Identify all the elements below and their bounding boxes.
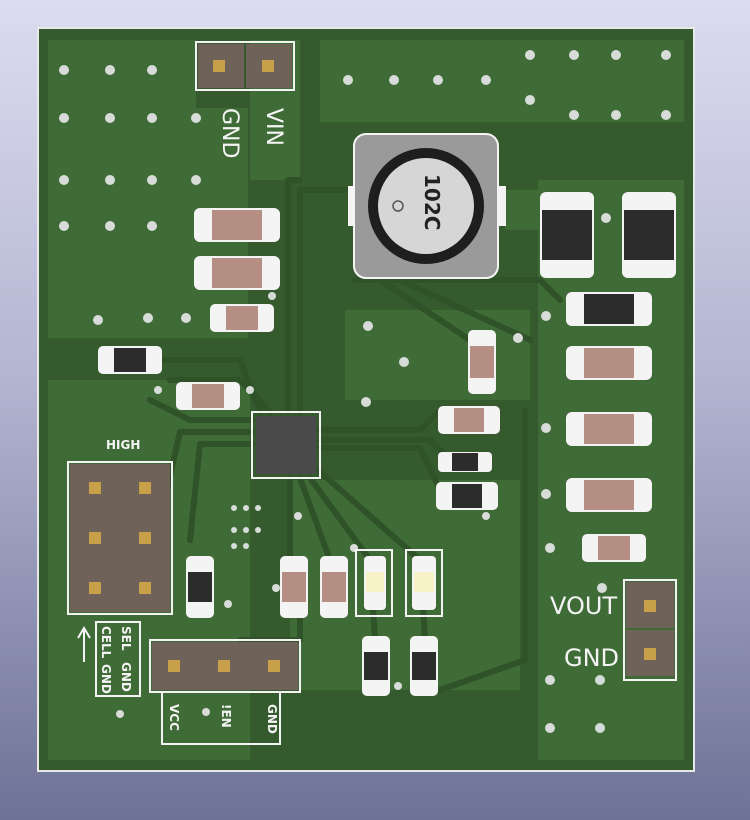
vias xyxy=(59,50,671,733)
silk-gnd-bottom: GND xyxy=(265,704,279,734)
arrow-up-icon xyxy=(77,626,91,662)
bulk-capacitors xyxy=(540,192,676,278)
silk-ien: !EN xyxy=(219,704,233,728)
passive-components xyxy=(98,208,652,696)
sel-silk-box xyxy=(95,621,141,697)
silk-gnd-cell: GND xyxy=(99,664,113,694)
vout-connector xyxy=(623,579,677,681)
high-jumper-header xyxy=(67,461,173,615)
silk-gnd-out: GND xyxy=(564,644,620,672)
inductor-marking: 102C xyxy=(420,174,444,231)
control-header xyxy=(149,639,301,745)
vin-connector xyxy=(195,41,295,91)
silk-high: HIGH xyxy=(106,438,141,452)
silk-vin: VIN xyxy=(261,108,286,146)
silk-sel: SEL xyxy=(119,626,133,651)
pin-header-icon xyxy=(213,60,225,72)
silk-gnd-sel: GND xyxy=(119,662,133,692)
silk-gnd-top: GND xyxy=(217,108,242,159)
silk-cell: CELL xyxy=(99,626,113,659)
silk-vout: VOUT xyxy=(550,592,618,620)
qfn-ic-icon xyxy=(251,411,321,479)
silk-vcc: VCC xyxy=(167,704,181,731)
power-inductor-icon xyxy=(348,133,506,279)
